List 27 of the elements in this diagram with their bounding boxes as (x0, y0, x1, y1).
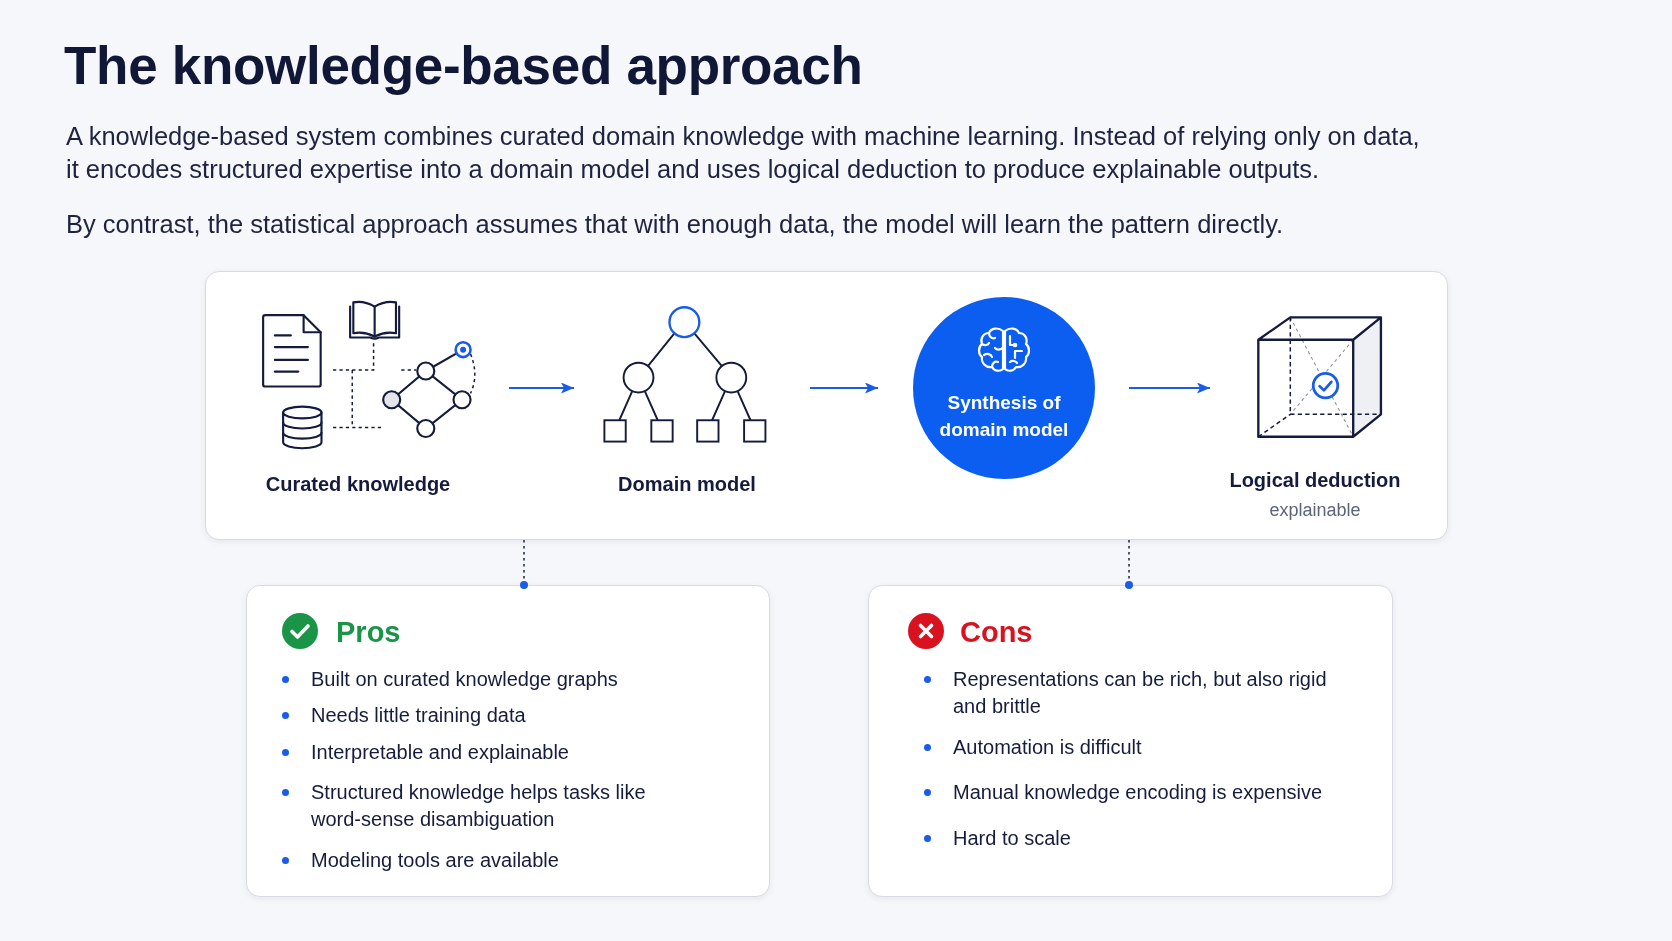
list-item-text: Modeling tools are available (311, 847, 559, 873)
list-item-text: Structured knowledge helps tasks like word-sense disambiguation (311, 779, 647, 832)
pros-card (246, 585, 770, 897)
circle-label: Synthesis of domain model (938, 390, 1070, 442)
arrow (508, 382, 575, 394)
list-item-text: Interpretable and explainable (311, 739, 569, 765)
page-title: The knowledge-based approach (64, 35, 863, 97)
node-sublabel: explainable (1269, 499, 1361, 522)
node-label: Curated knowledge (265, 472, 451, 497)
dotted-connector (520, 539, 528, 589)
list-item-text: Automation is difficult (953, 734, 1142, 760)
arrow (1128, 382, 1211, 394)
cons-card (868, 585, 1393, 897)
list-item-text: Manual knowledge encoding is expensive (953, 779, 1323, 805)
list-item-text: Hard to scale (953, 825, 1071, 851)
node-label: Domain model (618, 472, 756, 497)
node-label: Logical deduction (1229, 468, 1401, 493)
card-heading: Cons (960, 615, 1033, 650)
arrow (809, 382, 879, 394)
card-heading: Pros (336, 615, 401, 650)
process-panel (205, 271, 1448, 540)
dotted-connector (1125, 539, 1133, 589)
list-item-text: Needs little training data (311, 702, 526, 728)
list-item-text: Representations can be rich, but also rigid and brittle (953, 666, 1328, 719)
intro-paragraph: A knowledge-based system combines curated domain knowledge with machine learning. Instead of relying only on data, it encodes structured expertise into a domain model and uses logical deduction to produce explainable outputs. (66, 121, 1421, 185)
contrast-paragraph: By contrast, the statistical approach assumes that with enough data, the model will learn the pattern directly. (66, 209, 1285, 240)
list-item-text: Built on curated knowledge graphs (311, 666, 618, 692)
